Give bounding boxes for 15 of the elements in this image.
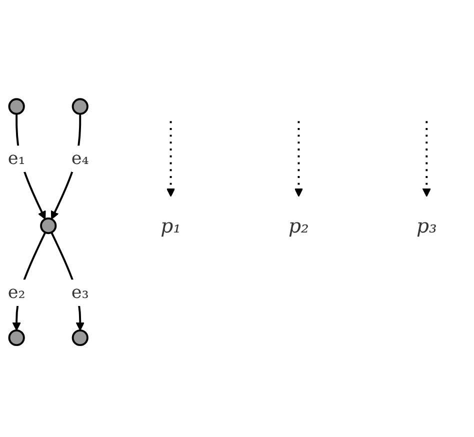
node-text: p₂ [288, 214, 309, 238]
node-text: p₁ [160, 214, 181, 238]
edge-label: e₁ [8, 148, 26, 170]
node-circle [40, 218, 57, 234]
arrow [294, 121, 304, 197]
node-circle [72, 98, 88, 115]
node-circle [72, 329, 88, 346]
node-circle [8, 98, 25, 115]
edge-label: e₂ [8, 282, 26, 304]
edge-label: e₄ [71, 148, 89, 170]
arrow [422, 121, 431, 197]
node-circle [8, 329, 25, 346]
edge-label: e₃ [71, 282, 89, 304]
node-text: p₃ [416, 214, 437, 238]
arrow [166, 121, 176, 197]
